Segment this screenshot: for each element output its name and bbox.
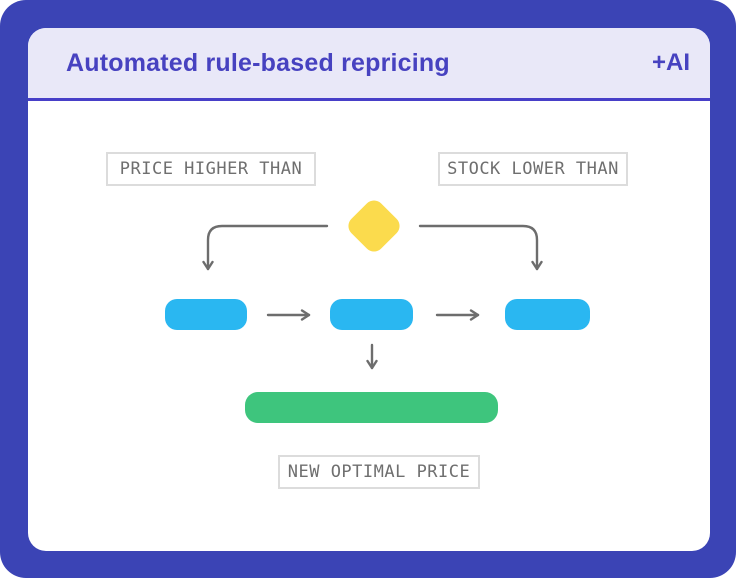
rule-node-right (505, 299, 590, 330)
decision-diamond-icon (344, 196, 404, 256)
rule-node-left (165, 299, 247, 330)
result-label-new-optimal-price: NEW OPTIMAL PRICE (278, 455, 480, 489)
branch-right-connector (418, 224, 543, 271)
repricing-card: Automated rule-based repricing +AI (28, 28, 710, 551)
rule-node-center (330, 299, 413, 330)
branch-left-connector (202, 224, 329, 271)
result-bar (245, 392, 498, 423)
page-title: Automated rule-based repricing (66, 48, 450, 77)
condition-label-price-higher: PRICE HIGHER THAN (106, 152, 316, 186)
repricing-flow-diagram: PRICE HIGHER THAN STOCK LOWER THAN NEW O… (28, 28, 710, 551)
condition-label-stock-lower: STOCK LOWER THAN (438, 152, 628, 186)
card-header: Automated rule-based repricing +AI (28, 28, 710, 101)
ai-badge: +AI (651, 49, 690, 76)
